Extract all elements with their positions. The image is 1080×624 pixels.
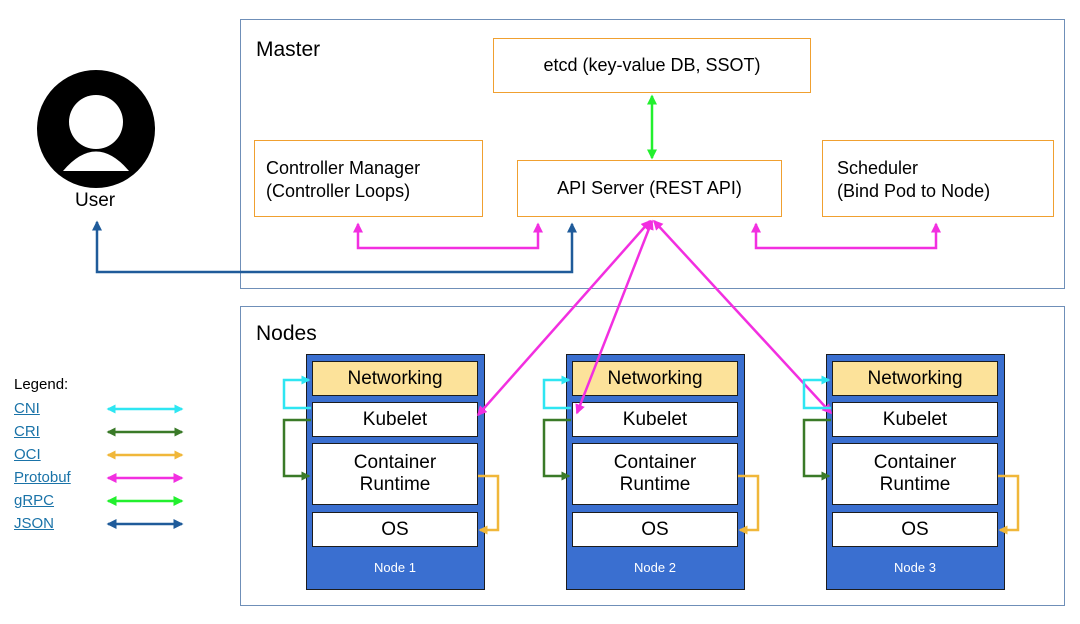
os-layer: OS — [572, 512, 738, 547]
etcd-box: etcd (key-value DB, SSOT) — [493, 38, 811, 93]
kubelet-layer: Kubelet — [572, 402, 738, 437]
kubelet-layer: Kubelet — [312, 402, 478, 437]
legend-link-cni[interactable]: CNI — [14, 400, 40, 417]
os-layer: OS — [312, 512, 478, 547]
container-runtime-layer: Container Runtime — [312, 443, 478, 505]
legend-link-json[interactable]: JSON — [14, 515, 55, 532]
user-label: User — [75, 190, 116, 211]
node-3: Networking Kubelet Container Runtime OS … — [826, 354, 1005, 590]
networking-layer: Networking — [832, 361, 998, 396]
legend-link-protobuf[interactable]: Protobuf — [14, 469, 71, 486]
api-server-label: API Server (REST API) — [557, 178, 742, 198]
nodes-title: Nodes — [256, 322, 317, 345]
scheduler-subtitle: (Bind Pod to Node) — [837, 181, 991, 201]
runtime-line1: Container — [613, 452, 697, 473]
scheduler-box: Scheduler (Bind Pod to Node) — [822, 140, 1054, 217]
legend-title: Legend: — [14, 376, 69, 393]
node-2: Networking Kubelet Container Runtime OS … — [566, 354, 745, 590]
runtime-line2: Runtime — [359, 474, 431, 495]
node-label: Node 2 — [634, 559, 676, 575]
networking-layer: Networking — [312, 361, 478, 396]
user-avatar-icon — [37, 70, 155, 188]
node-label: Node 3 — [894, 559, 936, 575]
runtime-line2: Runtime — [619, 474, 691, 495]
container-runtime-layer: Container Runtime — [572, 443, 738, 505]
node-1: Networking Kubelet Container Runtime OS … — [306, 354, 485, 590]
kubelet-layer: Kubelet — [832, 402, 998, 437]
legend-link-oci[interactable]: OCI — [14, 446, 41, 463]
container-runtime-layer: Container Runtime — [832, 443, 998, 505]
legend-link-grpc[interactable]: gRPC — [14, 492, 55, 509]
node-label: Node 1 — [374, 559, 416, 575]
runtime-line1: Container — [873, 452, 957, 473]
os-layer: OS — [832, 512, 998, 547]
runtime-line2: Runtime — [879, 474, 951, 495]
api-server-box: API Server (REST API) — [517, 160, 782, 217]
controller-manager-title: Controller Manager — [266, 158, 421, 178]
controller-manager-subtitle: (Controller Loops) — [266, 181, 411, 201]
etcd-label: etcd (key-value DB, SSOT) — [543, 55, 761, 75]
legend-link-cri[interactable]: CRI — [14, 423, 40, 440]
controller-manager-box: Controller Manager (Controller Loops) — [254, 140, 483, 217]
networking-layer: Networking — [572, 361, 738, 396]
scheduler-title: Scheduler — [837, 158, 919, 178]
runtime-line1: Container — [353, 452, 437, 473]
master-title: Master — [256, 38, 321, 61]
